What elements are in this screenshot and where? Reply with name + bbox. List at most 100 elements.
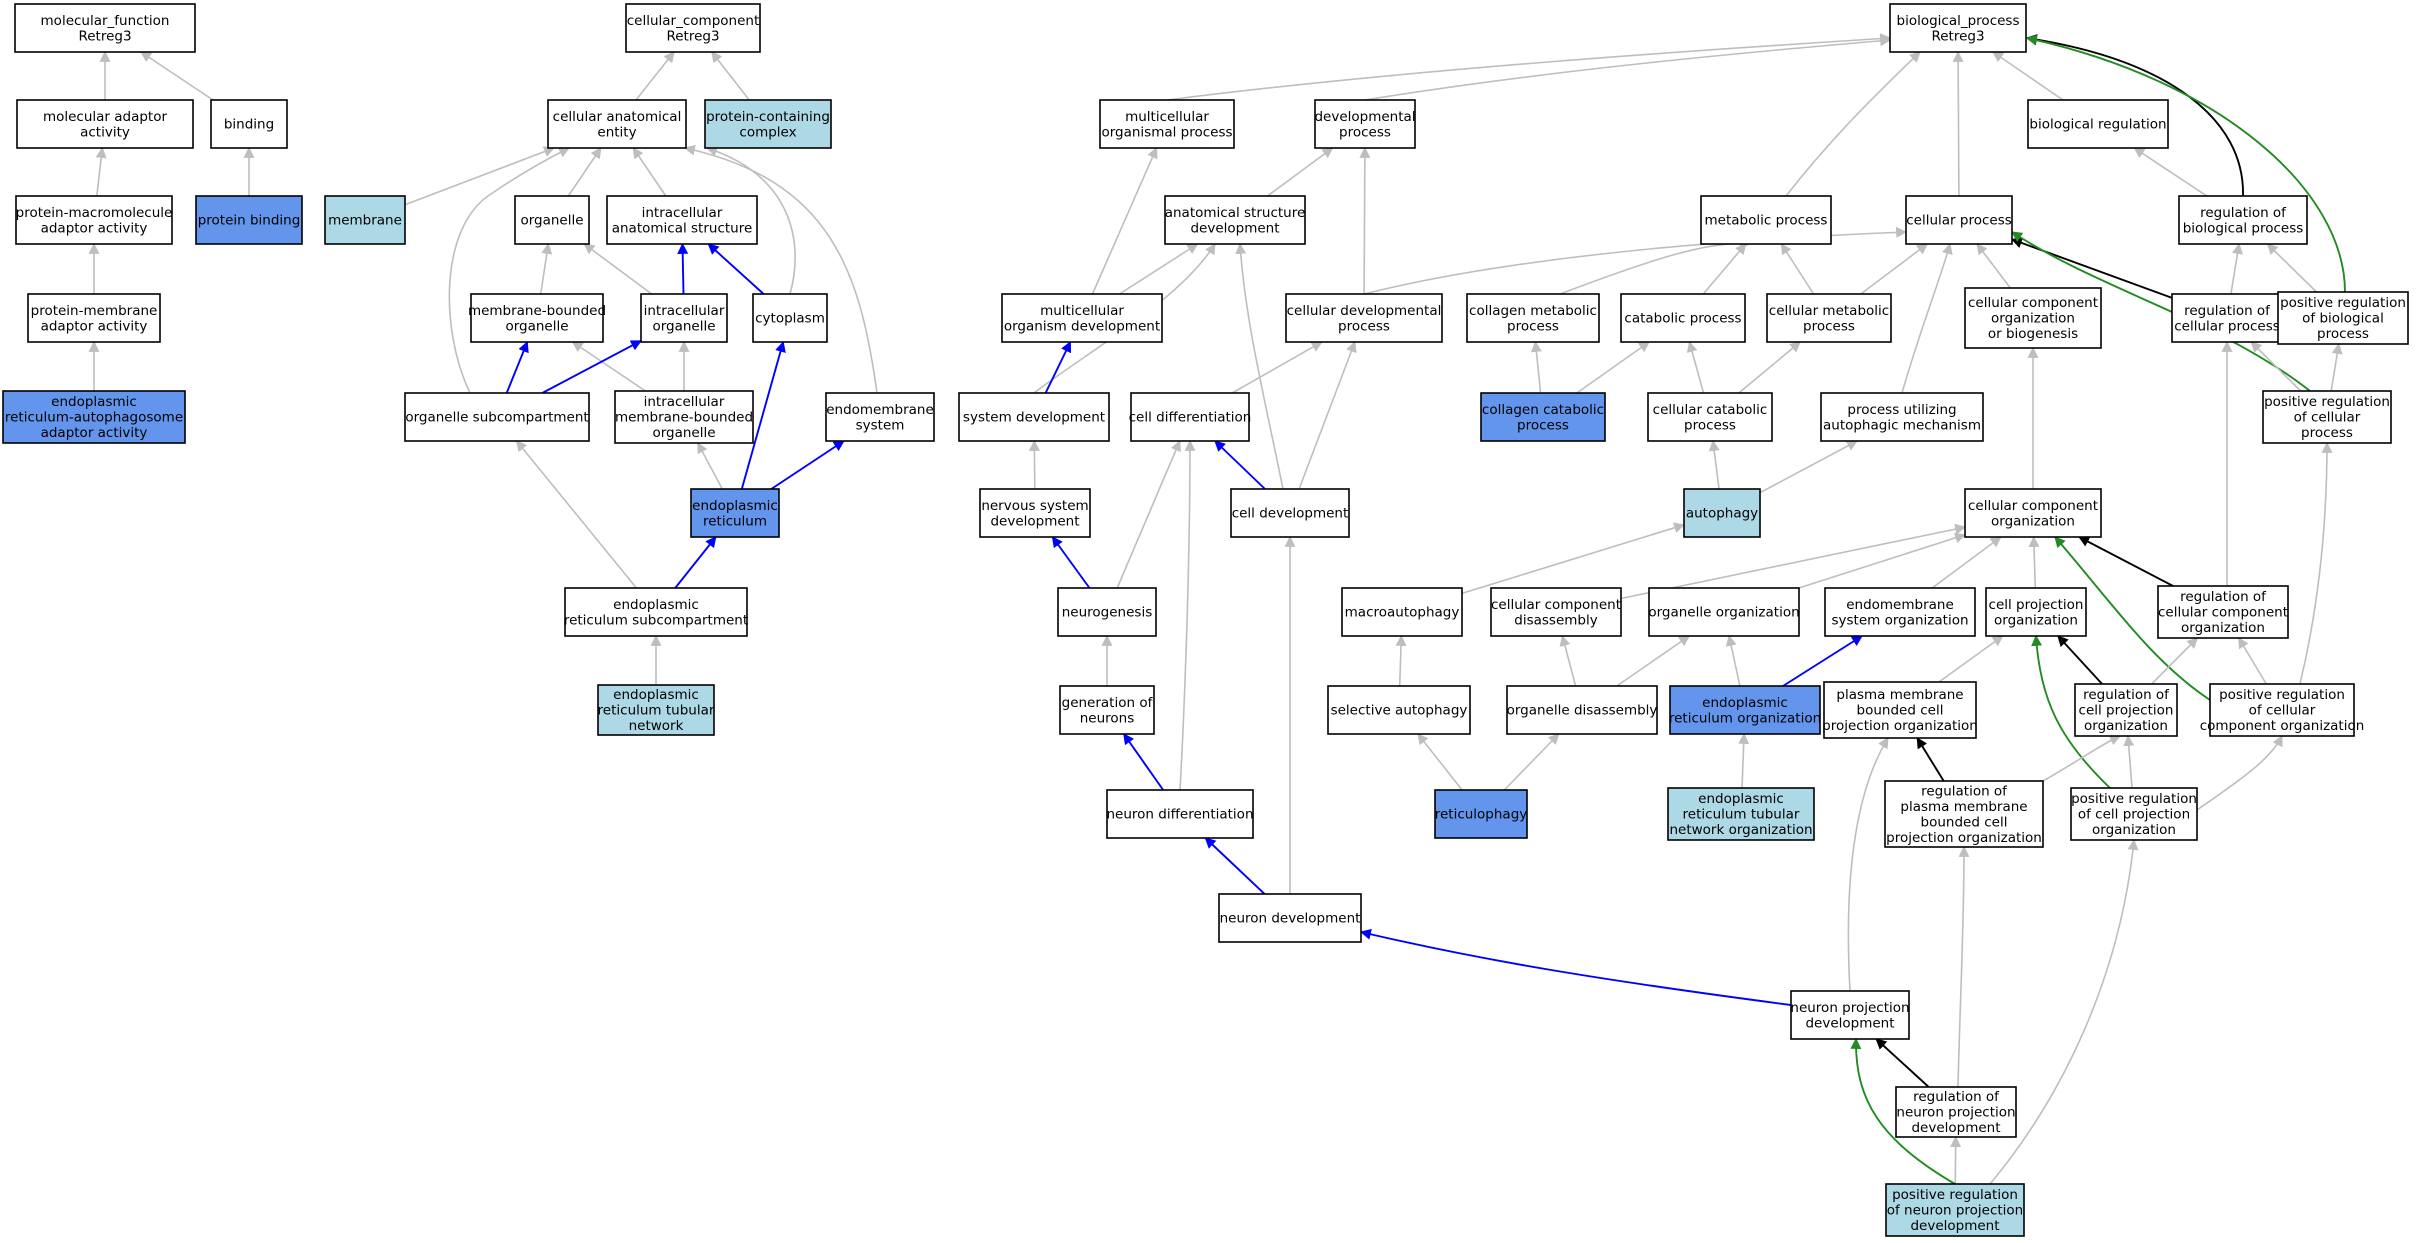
node-neurdiff[interactable]: neuron differentiation — [1106, 789, 1254, 839]
node-label-line: neuron development — [1220, 911, 1361, 927]
node-label-line: protein-membrane — [31, 303, 158, 319]
node-neurogenesis[interactable]: neurogenesis — [1057, 587, 1157, 637]
node-cellproc[interactable]: cellular process — [1905, 195, 2013, 245]
node-celldev[interactable]: cell development — [1230, 488, 1350, 538]
edge-pmbcpo-to-cpo — [1938, 635, 2004, 683]
node-label-line: endoplasmic — [1702, 695, 1788, 711]
node-label-line: organelle — [505, 318, 568, 334]
node-box — [1130, 392, 1250, 442]
node-label-line: intracellular — [642, 205, 723, 221]
node-neurdev[interactable]: neuron development — [1218, 893, 1362, 943]
node-sysdev[interactable]: system development — [958, 392, 1110, 442]
node-protein_binding[interactable]: protein binding — [195, 195, 303, 245]
node-cytoplasm[interactable]: cytoplasm — [752, 293, 828, 343]
node-celldiff[interactable]: cell differentiation — [1129, 392, 1252, 442]
node-binding[interactable]: binding — [210, 99, 288, 149]
node-box — [27, 293, 161, 343]
node-box — [470, 293, 604, 343]
node-box — [547, 99, 687, 149]
node-reticulophagy[interactable]: reticulophagy — [1434, 789, 1528, 839]
node-label-line: entity — [597, 124, 636, 140]
node-autophagy[interactable]: autophagy — [1683, 488, 1761, 538]
node-box — [1985, 587, 2087, 637]
node-er_autophago[interactable]: endoplasmicreticulum-autophagosomeadapto… — [2, 390, 186, 444]
node-box — [1669, 685, 1821, 735]
node-osub[interactable]: organelle subcompartment — [404, 392, 590, 442]
node-label-line: endoplasmic — [613, 687, 699, 703]
node-membrane[interactable]: membrane — [324, 195, 406, 245]
edge-orgdis-to-ccdis — [1559, 634, 1577, 687]
node-selauto[interactable]: selective autophagy — [1327, 685, 1471, 735]
node-label-line: cell differentiation — [1129, 410, 1252, 426]
node-label-line: neurons — [1080, 710, 1135, 726]
edge-regcpo-to-cpo — [2057, 635, 2103, 685]
edge-mop-to-bp — [1166, 33, 1892, 101]
node-label-line: organelle organization — [1648, 605, 1799, 621]
node-label-line: network — [629, 718, 684, 734]
edge-posregcp-to-cellproc — [2011, 231, 2311, 392]
node-label-line: cell projection — [2079, 703, 2174, 719]
node-orgdis[interactable]: organelle disassembly — [1506, 685, 1658, 735]
node-box — [2070, 787, 2198, 841]
node-box — [1823, 681, 1977, 739]
node-orgorg[interactable]: organelle organization — [1648, 587, 1800, 637]
node-metab[interactable]: metabolic process — [1700, 195, 1832, 245]
edge-sysdev-to-mod — [1044, 341, 1072, 394]
node-catab[interactable]: catabolic process — [1620, 293, 1746, 343]
node-label-line: process — [2317, 326, 2369, 342]
node-organelle[interactable]: organelle — [514, 195, 590, 245]
node-box — [2157, 585, 2289, 639]
node-macroauto[interactable]: macroautophagy — [1341, 587, 1463, 637]
node-bioreg[interactable]: biological regulation — [2027, 99, 2169, 149]
node-box — [2277, 291, 2409, 345]
